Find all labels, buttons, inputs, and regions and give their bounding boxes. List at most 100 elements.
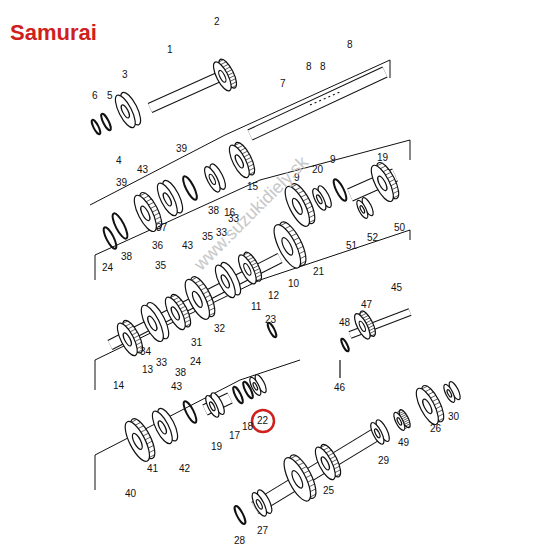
part-outline <box>392 411 407 432</box>
part-outline <box>392 187 397 190</box>
part-outline <box>162 192 173 207</box>
part-outline <box>120 104 131 119</box>
ring <box>181 400 198 425</box>
part-outline <box>170 295 175 298</box>
callout-number: 8 <box>320 61 326 72</box>
part-outline <box>368 325 373 328</box>
part-outline <box>143 433 148 436</box>
gear <box>210 57 240 93</box>
part-outline <box>374 428 382 438</box>
part-outline <box>203 394 221 419</box>
part-outline <box>335 474 340 477</box>
part-outline <box>178 303 183 306</box>
part-outline <box>110 212 130 241</box>
part-outline <box>433 399 438 402</box>
part-outline <box>361 313 366 316</box>
part-outline <box>438 414 443 417</box>
gear <box>352 309 379 341</box>
part-outline <box>176 300 181 303</box>
part-outline <box>143 196 148 199</box>
part-outline <box>320 445 325 448</box>
callout-number: 5 <box>107 90 113 101</box>
part-outline <box>149 455 154 458</box>
part-outline <box>280 236 295 256</box>
part-outline <box>205 295 210 298</box>
part-outline <box>185 324 190 327</box>
part-outline <box>355 199 370 220</box>
callout-number: 25 <box>323 485 334 496</box>
callout-number: 1 <box>167 44 173 55</box>
part-outline <box>256 278 261 281</box>
part-outline <box>300 261 305 264</box>
part-outline <box>393 191 398 194</box>
part-outline <box>218 60 223 63</box>
part-outline <box>235 253 260 287</box>
part-outline <box>180 276 214 322</box>
part-outline <box>202 165 223 194</box>
callout-number: 19 <box>211 441 222 452</box>
callout-number: 50 <box>394 222 405 233</box>
callout-number: 41 <box>147 463 158 474</box>
part-outline <box>208 173 217 185</box>
callout-number: 11 <box>251 301 261 312</box>
title: Samurai <box>10 20 97 46</box>
part-outline <box>220 274 231 289</box>
part-outline <box>255 272 260 275</box>
part-outline <box>141 429 146 432</box>
part-outline <box>225 67 230 70</box>
part-outline <box>181 175 200 202</box>
callout-number: 39 <box>176 143 187 154</box>
part-outline <box>252 263 257 266</box>
part-outline <box>335 470 340 473</box>
part-outline <box>334 466 339 469</box>
part-outline <box>367 323 372 326</box>
part-outline <box>400 413 405 416</box>
gear <box>392 408 413 432</box>
part-outline <box>401 414 406 417</box>
part-outline <box>300 256 305 259</box>
part-outline <box>308 479 313 482</box>
part-outline <box>208 303 213 306</box>
part-outline <box>149 408 177 446</box>
part-outline <box>369 328 374 331</box>
part-outline <box>243 253 248 256</box>
part-outline <box>308 210 313 213</box>
part-outline <box>250 260 255 263</box>
part-outline <box>157 420 168 435</box>
callout-number: 45 <box>391 282 402 293</box>
part-outline <box>340 338 350 352</box>
part-outline <box>304 471 309 474</box>
callout-number: 13 <box>142 364 153 375</box>
callout-number: 46 <box>334 382 345 393</box>
part-outline <box>137 302 168 344</box>
part-outline <box>230 79 235 82</box>
part-outline <box>332 459 337 462</box>
part-outline <box>231 85 236 88</box>
part-outline <box>246 157 251 160</box>
callout-number: 12 <box>268 290 279 301</box>
part-outline <box>393 195 398 198</box>
part-outline <box>195 280 200 283</box>
callout-number: 37 <box>156 222 167 233</box>
part-outline <box>396 417 402 425</box>
part-outline <box>309 484 314 487</box>
shaft <box>250 72 385 135</box>
part-outline <box>154 213 159 216</box>
gear <box>442 380 463 404</box>
ring <box>340 338 350 352</box>
part-outline <box>209 308 214 311</box>
callout-number: 14 <box>113 380 124 391</box>
part-outline <box>403 418 408 421</box>
ring <box>90 119 102 135</box>
gear <box>203 391 227 419</box>
callout-number: 39 <box>116 177 127 188</box>
part-outline <box>305 202 310 205</box>
part-outline <box>130 432 144 451</box>
callout-number: 15 <box>247 181 258 192</box>
callout-number: 17 <box>229 430 240 441</box>
part-outline <box>126 323 131 326</box>
part-outline <box>306 475 311 478</box>
transmission-parts <box>90 57 462 525</box>
callout-number: 24 <box>102 262 113 273</box>
callout-number: 9 <box>330 154 336 165</box>
